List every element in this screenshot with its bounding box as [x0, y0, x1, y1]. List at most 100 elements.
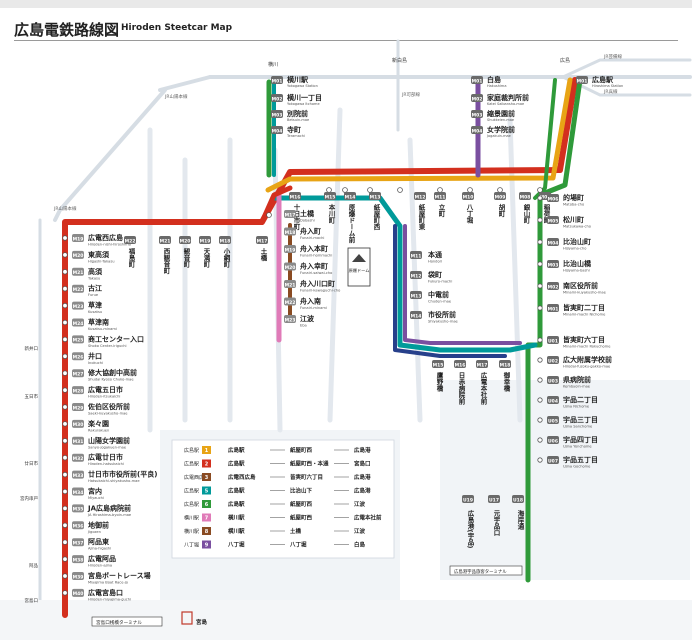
legend-row-2-via: 皆実町六丁目: [290, 473, 323, 481]
left-station-17-badge: [72, 521, 84, 530]
ujina-end-2-badge: [488, 495, 500, 503]
landmark-box: [347, 247, 371, 287]
main-station-4-name: 紙屋町東: [417, 203, 425, 232]
legend-row-0-orig: 広島駅: [228, 446, 245, 454]
left-station-9-dot: [62, 387, 68, 393]
left-station-21-badge: [72, 588, 84, 597]
left-station-11-name: 楽々園: [87, 419, 109, 428]
top-station-8-en: Jogakuin-mae: [486, 134, 511, 138]
left-station-6-en: Shoko Center-iriguchi: [88, 344, 127, 348]
jr-left-label-2: 廿日市: [25, 460, 39, 467]
ujina-station-2-code: M04: [548, 240, 559, 246]
left-station-6-code: M25: [73, 338, 84, 344]
eba-station-0-code: M17: [285, 212, 296, 218]
legend-row-5-from: 横川駅: [184, 515, 199, 522]
legend-row-6-dest: 江波: [354, 527, 366, 535]
mid-station-2-en: Chuden-mae: [428, 300, 452, 304]
left-station-9-code: M28: [73, 388, 84, 394]
ujina-station-8-code: U03: [548, 378, 558, 384]
jr-kabe-label: JR可部線: [401, 91, 420, 98]
route-2-link: [259, 185, 293, 225]
ujina-station-5-en: Minami-machi Nichome: [563, 313, 606, 317]
ujina-station-6-badge: [547, 336, 559, 344]
left-station-13-code: M32: [73, 456, 84, 462]
ujina-station-7-badge: [547, 356, 559, 364]
mid-station-6-code: M17: [477, 362, 488, 368]
mid-station-7-badge: [499, 360, 511, 368]
eba-station-6-code: M23: [285, 317, 296, 323]
main-station-7-badge: [494, 192, 506, 200]
ujina-station-4-code: M02: [548, 284, 559, 290]
main-station-5-code: M11: [435, 194, 446, 200]
ujina-station-4-name: 南区役所前: [563, 281, 598, 290]
left-station-0-badge: [72, 234, 84, 242]
jr-left-label-3: 宮内串戸: [20, 495, 38, 502]
main-station-11-name: 小網町: [222, 247, 231, 269]
ujina-station-3-name: 比治山橋: [563, 259, 592, 268]
left-station-21-name: 広電宮島口: [88, 588, 123, 597]
left-station-9-en: Hiroden-itsukaichi: [88, 395, 120, 399]
route-3-line: [403, 224, 522, 345]
ujina-station-2-dot: [537, 239, 543, 245]
top-station-7-badge: [471, 110, 483, 118]
top-station-3-name: 別院前: [286, 109, 308, 118]
jr-geibi-line: [561, 58, 692, 79]
main-station-10-name: 土橋: [259, 247, 267, 262]
top-station-2-name: 横川一丁目: [287, 93, 322, 102]
ujina-station-7-en: Hirodai-fuzoku-gakko-mae: [563, 365, 611, 369]
mid-station-4-code: M15: [433, 362, 444, 368]
legend-row-1-via: 紙屋町西・本通: [290, 460, 329, 468]
torii-icon: [181, 611, 193, 625]
legend-row-6-chip: [202, 527, 211, 535]
ujina-station-2-en: Hijiyama-cho: [563, 247, 586, 251]
ujina-station-9-code: U04: [548, 398, 558, 404]
main-station-11-badge: [219, 236, 231, 244]
eba-station-0-en: Dobashi: [300, 219, 315, 223]
left-station-3-badge: [72, 284, 84, 293]
stop-marker-6: [467, 187, 473, 193]
mid-station-5-code: M16: [455, 362, 466, 368]
route-1-line: [265, 77, 573, 193]
mid-station-3-badge: [410, 311, 422, 319]
main-station-0-badge: [289, 192, 301, 200]
left-station-11-code: M30: [73, 422, 84, 428]
top-station-6-badge: [471, 94, 483, 102]
legend-row-7-orig: 八丁堀: [227, 541, 245, 549]
left-station-8-name: 修大協創中高前: [87, 368, 137, 377]
legend-row-4-dest: 江波: [354, 500, 366, 508]
legend-row-3-chip: [202, 486, 211, 495]
left-station-14-dot: [62, 471, 68, 478]
left-station-20-dot: [62, 573, 68, 579]
legend-row-3-orig: 広島駅: [228, 487, 245, 495]
left-station-3-name: 古江: [88, 284, 102, 293]
left-station-0-code: M19: [73, 236, 84, 242]
top-station-5-en: Hakushima: [487, 84, 506, 88]
left-station-13-en: Hiroden-hatsukaichi: [88, 462, 124, 466]
left-station-16-badge: [72, 504, 84, 513]
eba-station-0-name: 土橋: [300, 209, 315, 218]
left-station-21-dot: [62, 590, 68, 596]
ujina-station-1-dot: [537, 217, 543, 223]
jr-left-label-1: 五日市: [25, 393, 39, 400]
ujina-station-11-en: Ujina Yonchome: [563, 445, 592, 449]
ujina-station-6-code: U01: [548, 338, 558, 344]
left-station-8-dot: [62, 370, 68, 376]
left-station-18-dot: [62, 539, 68, 545]
main-station-8-badge: [519, 192, 531, 200]
legend-row-3-via: 比治山下: [290, 487, 313, 495]
ujina-station-0-name: 的場町: [563, 193, 584, 202]
ujina-station-1-name: 松川町: [563, 215, 584, 224]
legend-row-3-dest: 広島港: [354, 487, 371, 495]
stop-marker-5: [437, 187, 443, 193]
left-station-19-code: M38: [73, 557, 84, 563]
top-station-7-name: 縮景園前: [487, 109, 515, 118]
left-station-2-code: M21: [73, 270, 84, 276]
ujina-station-0-badge: [547, 194, 559, 202]
mid-station-0-code: M11: [411, 253, 422, 259]
map-subtitle: Hiroden Steetcar Map: [121, 23, 233, 33]
legend-box: [171, 439, 395, 559]
title-rule: [14, 40, 678, 41]
ujina-station-0-en: Matoba-cho: [563, 203, 584, 207]
eba-station-5-name: 舟入南: [300, 297, 321, 306]
legend-row-4-via: 紙屋町西: [290, 500, 313, 508]
